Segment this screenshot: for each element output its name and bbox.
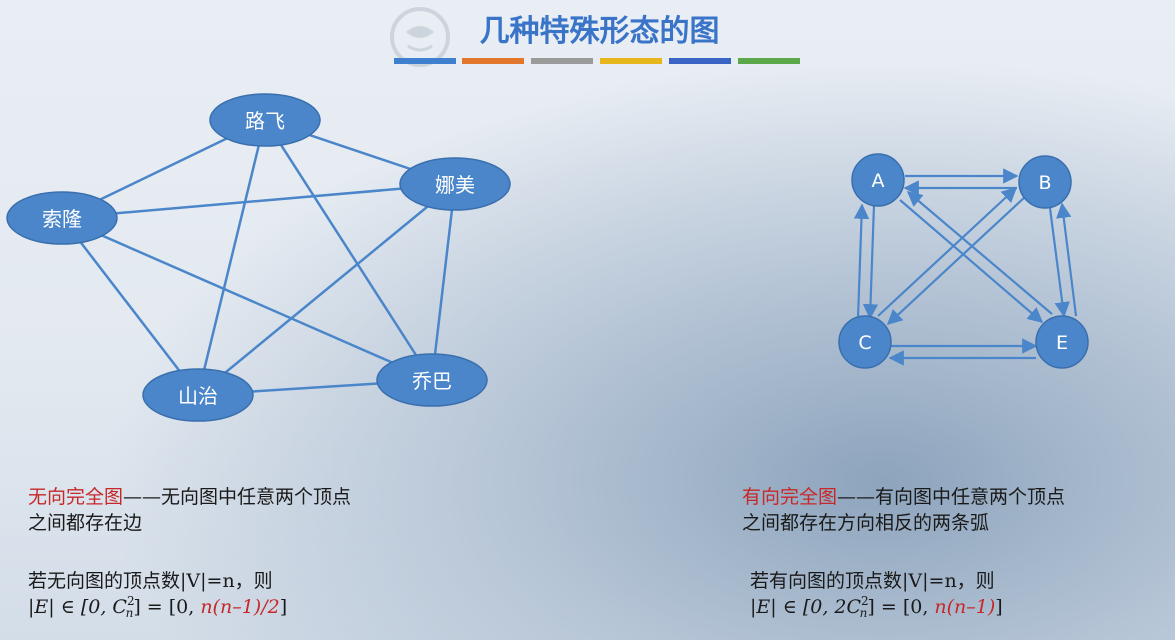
title-bar-segment-4 [600, 58, 662, 64]
directed-formula-result: n(n–1) [934, 596, 996, 618]
arc-e-a [906, 191, 1053, 315]
undirected-edge-formula: |E| ∈ [0, C2n] = [0, n(n–1)/2] [28, 594, 288, 620]
undirected-definition-rest: ——无向图中任意两个顶点 [123, 486, 352, 508]
node-label-qiaoba: 乔巴 [412, 369, 452, 393]
node-a [851, 153, 905, 207]
edge-nami-qiaoba [430, 183, 457, 381]
directed-formula-mid: ] = [0, [867, 596, 935, 618]
undirected-formula-mid: ] = [0, [133, 596, 201, 618]
node-label-b: B [1038, 172, 1051, 194]
title-bar-segment-6 [738, 58, 800, 64]
undirected-definition-line2: 之间都存在边 [28, 512, 143, 534]
edge-suolong-qiaoba [61, 216, 433, 382]
node-nami [399, 157, 511, 211]
arc-b-e [1048, 207, 1070, 318]
arc-c-b [877, 186, 1018, 317]
node-label-suolong: 索隆 [42, 207, 82, 231]
node-qiaoba [376, 353, 488, 407]
arc-c-a [853, 203, 870, 319]
node-suolong [6, 191, 118, 245]
node-label-e: E [1056, 332, 1068, 354]
arc-a-c [862, 204, 879, 320]
title-bar-segment-3 [531, 58, 593, 64]
undirected-condition: 若无向图的顶点数|V|=n，则 [28, 570, 273, 592]
node-label-nami: 娜美 [435, 173, 475, 197]
directed-edge-formula: |E| ∈ [0, 2C2n] = [0, n(n–1)] [750, 594, 1003, 620]
directed-formula-prefix: |E| ∈ [0, 2C [750, 596, 862, 618]
undirected-definition-line1: 无向完全图——无向图中任意两个顶点 [28, 484, 351, 510]
arc-a-e [899, 199, 1044, 324]
undirected-definition: 无向完全图——无向图中任意两个顶点 之间都存在边 [28, 484, 351, 536]
edge-nami-suolong [61, 182, 456, 220]
directed-formula-sub: n [859, 606, 868, 620]
directed-definition: 有向完全图——有向图中任意两个顶点 之间都存在方向相反的两条弧 [742, 484, 1065, 536]
arc-b-c [886, 195, 1027, 326]
node-label-lufei: 路飞 [245, 109, 285, 133]
node-e [1035, 315, 1089, 369]
directed-formula-suffix: ] [995, 596, 1003, 618]
node-label-a: A [872, 170, 885, 192]
undirected-term: 无向完全图 [28, 486, 124, 508]
node-shanzhi [142, 368, 254, 422]
directed-definition-line2: 之间都存在方向相反的两条弧 [742, 512, 990, 534]
directed-definition-line1: 有向完全图——有向图中任意两个顶点 [742, 484, 1065, 510]
undirected-formula-sup: 2 [126, 594, 135, 608]
undirected-formula-result: n(n–1)/2 [200, 596, 280, 618]
title-bar-segment-5 [669, 58, 731, 64]
logo-icon [390, 7, 450, 67]
edge-lufei-shanzhi [196, 119, 267, 396]
directed-definition-rest: ——有向图中任意两个顶点 [837, 486, 1066, 508]
edge-nami-shanzhi [197, 183, 456, 396]
title-bar-segment-2 [462, 58, 524, 64]
node-b [1018, 155, 1072, 209]
undirected-formula-suffix: ] [279, 596, 288, 618]
node-lufei [209, 93, 321, 147]
directed-term: 有向完全图 [742, 486, 838, 508]
node-c [838, 315, 892, 369]
arc-e-b [1056, 202, 1078, 317]
page-title: 几种特殊形态的图 [479, 14, 720, 49]
node-label-c: C [858, 332, 871, 354]
node-label-shanzhi: 山治 [178, 384, 218, 408]
title-bar-segment-1 [394, 58, 456, 64]
edge-suolong-shanzhi [61, 217, 199, 396]
edge-lufei-qiaoba [263, 119, 434, 381]
directed-condition: 若有向图的顶点数|V|=n，则 [750, 570, 995, 592]
undirected-formula-sub: n [125, 606, 134, 620]
undirected-formula-prefix: |E| ∈ [0, C [28, 596, 127, 618]
directed-formula-sup: 2 [861, 594, 869, 608]
